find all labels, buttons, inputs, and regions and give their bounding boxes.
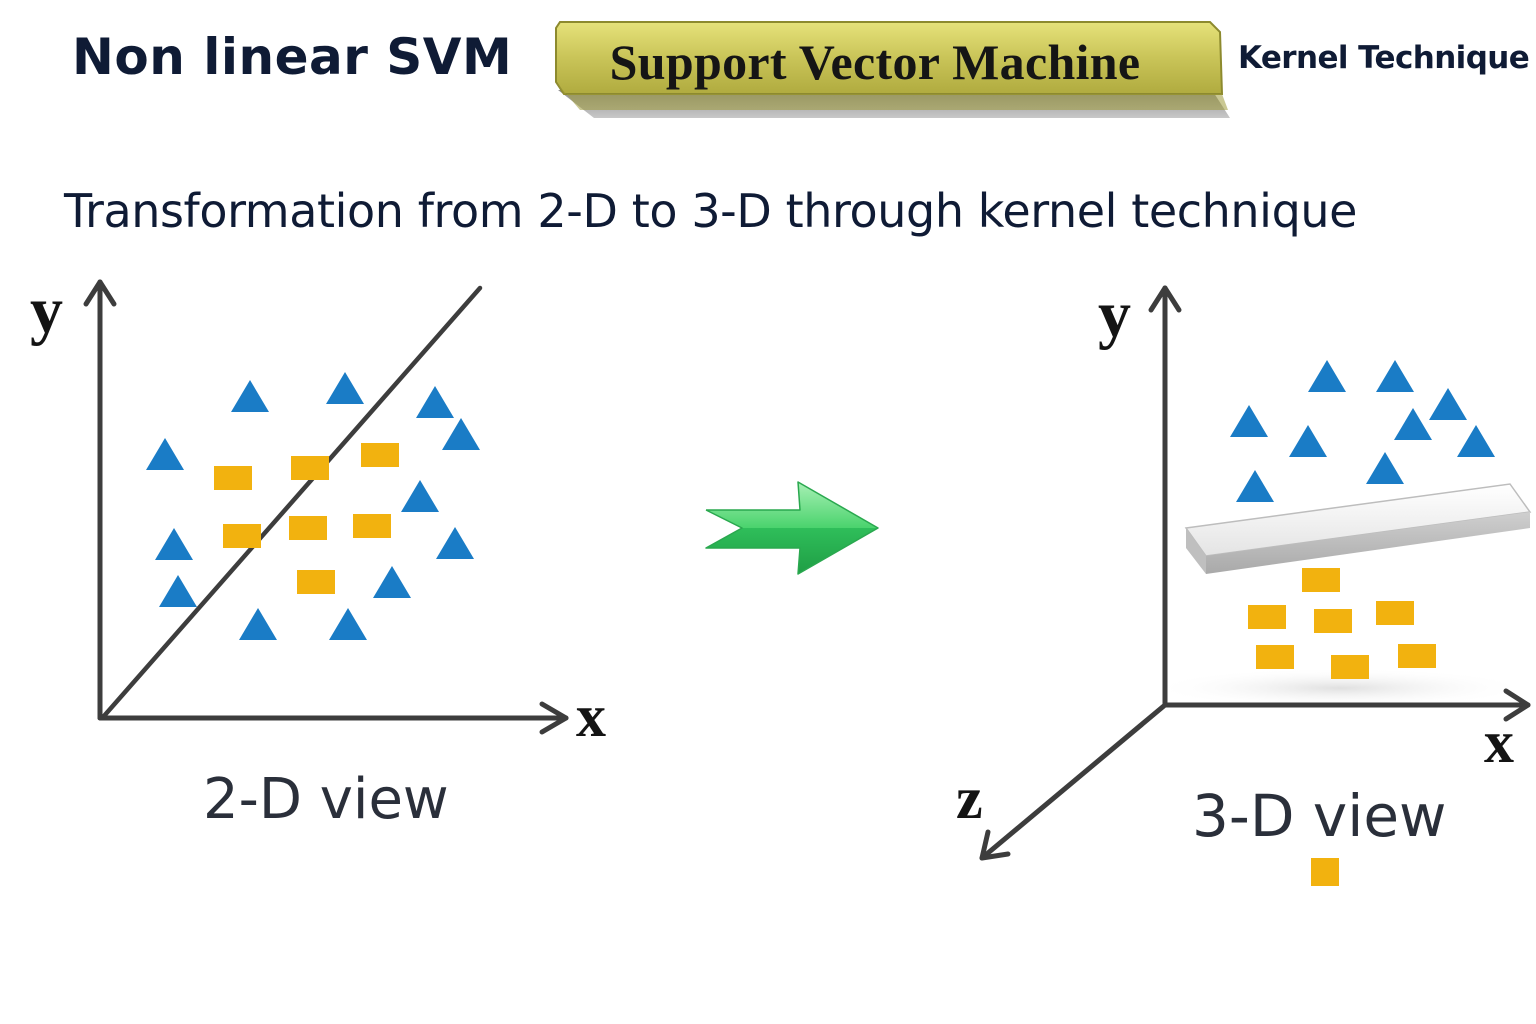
title-kernel-technique: Kernel Technique [1238,40,1530,76]
square-point [214,466,252,490]
square-point [1302,568,1340,592]
square-point [353,514,391,538]
square-point [297,570,335,594]
banner-support-vector-machine: Support Vector Machine [550,20,1230,118]
square-point [223,524,261,548]
banner-text: Support Vector Machine [609,34,1141,90]
separating-line-2d [101,285,483,719]
x-axis-label-2d: x [576,683,606,749]
plot-2d: y x 2-D view [30,274,606,832]
triangle-point [329,608,367,640]
x-axis-2d [97,701,569,735]
triangle-point [326,372,364,404]
y-axis-3d [1148,285,1182,708]
y-axis-label-3d: y [1098,278,1131,351]
floor-shadow [1150,668,1530,708]
squares-2d [214,443,399,594]
right-arrow-icon [705,481,879,575]
triangle-point [373,566,411,598]
square-point [1248,605,1286,629]
hyperplane-slab [1184,483,1532,574]
triangle-point [1230,405,1268,437]
square-point [1331,655,1369,679]
x-axis-3d [1162,688,1531,722]
triangle-point [231,380,269,412]
square-point [1314,609,1352,633]
title-non-linear-svm: Non linear SVM [72,28,513,86]
square-point [1398,644,1436,668]
triangle-point [146,438,184,470]
triangle-point [1457,425,1495,457]
square-point [1376,601,1414,625]
triangle-point [1236,470,1274,502]
square-point [1256,645,1294,669]
caption-3d-view: 3-D view [1192,782,1447,850]
triangle-point [1394,408,1432,440]
square-point [289,516,327,540]
triangle-point [159,575,197,607]
triangle-point [155,528,193,560]
subtitle: Transformation from 2-D to 3-D through k… [64,184,1358,238]
triangle-point [1308,360,1346,392]
y-axis-2d [83,279,117,721]
square-point [361,443,399,467]
y-axis-label-2d: y [30,274,63,347]
triangles-3d [1230,360,1495,502]
triangle-point [436,527,474,559]
triangle-point [1289,425,1327,457]
z-axis-3d [979,702,1168,861]
z-axis-label-3d: z [956,765,983,831]
triangle-point [401,480,439,512]
triangle-point [1366,452,1404,484]
squares-3d [1248,568,1436,886]
triangle-point [416,386,454,418]
x-axis-label-3d: x [1484,709,1514,775]
square-point [1311,858,1339,886]
triangle-point [1376,360,1414,392]
triangle-point [239,608,277,640]
triangle-point [1429,388,1467,420]
square-point [291,456,329,480]
triangles-2d [146,372,480,640]
caption-2d-view: 2-D view [203,767,449,832]
triangle-point [442,418,480,450]
plot-3d: y x z 3-D view [956,278,1532,886]
